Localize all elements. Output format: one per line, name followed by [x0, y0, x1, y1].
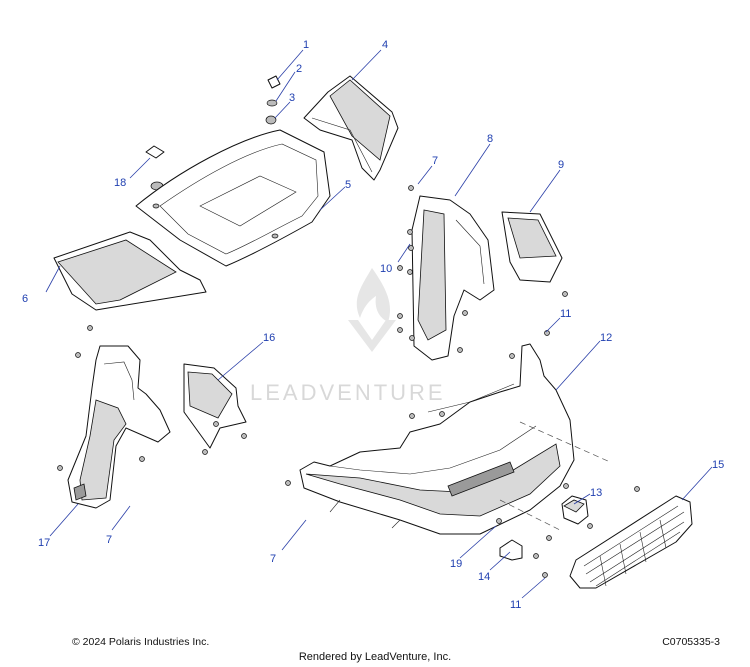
bolt	[533, 553, 539, 559]
callout-7-top[interactable]: 7	[432, 155, 438, 167]
callout-4[interactable]: 4	[382, 39, 388, 51]
part-17-left-fender[interactable]	[57, 325, 171, 509]
part-14-clip[interactable]	[499, 539, 523, 561]
part-16-inner-panel[interactable]	[183, 363, 247, 455]
part-5-hood[interactable]	[135, 129, 331, 267]
part-19-bolt[interactable]	[496, 518, 502, 524]
part-4-upper-panel[interactable]	[303, 75, 399, 181]
callout-17[interactable]: 17	[38, 537, 50, 549]
part-8-right-bracket[interactable]	[411, 195, 495, 361]
callout-13[interactable]: 13	[590, 487, 602, 499]
callout-12[interactable]: 12	[600, 332, 612, 344]
callout-18[interactable]: 18	[114, 177, 126, 189]
callout-5[interactable]: 5	[345, 179, 351, 191]
part-12-hardware	[285, 330, 640, 492]
part-12-front-bumper[interactable]	[299, 343, 575, 535]
leadventure-watermark: LEADVENTURE	[250, 268, 446, 405]
callout-3[interactable]: 3	[289, 92, 295, 104]
part-fastener-stack[interactable]	[265, 75, 281, 125]
part-18-clip[interactable]	[145, 145, 165, 191]
callout-11-top[interactable]: 11	[560, 308, 571, 320]
callout-7-bottom[interactable]: 7	[270, 553, 276, 565]
watermark-text: LEADVENTURE	[250, 380, 446, 405]
rendered-by-text: Rendered by LeadVenture, Inc.	[298, 651, 452, 663]
part-8-hardware	[397, 185, 468, 353]
callout-16[interactable]: 16	[263, 332, 275, 344]
callout-15[interactable]: 15	[712, 459, 724, 471]
part-6-left-panel[interactable]	[53, 231, 207, 311]
watermark-flame-icon	[356, 268, 391, 322]
leader-lines	[45, 49, 713, 599]
callout-14[interactable]: 14	[478, 571, 490, 583]
part-13-bracket[interactable]	[561, 483, 593, 529]
callout-2[interactable]: 2	[296, 63, 302, 75]
bolt	[546, 535, 552, 541]
callout-9[interactable]: 9	[558, 159, 564, 171]
callout-6[interactable]: 6	[22, 293, 28, 305]
callout-1[interactable]: 1	[303, 39, 309, 51]
callout-8[interactable]: 8	[487, 133, 493, 145]
alignment-line	[499, 499, 561, 531]
callout-7-left[interactable]: 7	[106, 534, 112, 546]
part-15-grille[interactable]	[569, 495, 693, 589]
bolt	[542, 572, 548, 578]
copyright-text: © 2024 Polaris Industries Inc.	[72, 636, 210, 648]
part-9-side-panel[interactable]	[501, 211, 568, 297]
alignment-line	[519, 421, 611, 463]
callout-19[interactable]: 19	[450, 558, 462, 570]
callout-11-bottom[interactable]: 11	[510, 599, 521, 611]
callout-10[interactable]: 10	[380, 263, 392, 275]
diagram-code: C0705335-3	[662, 636, 720, 648]
callout-labels: 1 2 3 4 5 6 7 7 7 8 9 10 11 11 12 13 14 …	[22, 39, 724, 611]
